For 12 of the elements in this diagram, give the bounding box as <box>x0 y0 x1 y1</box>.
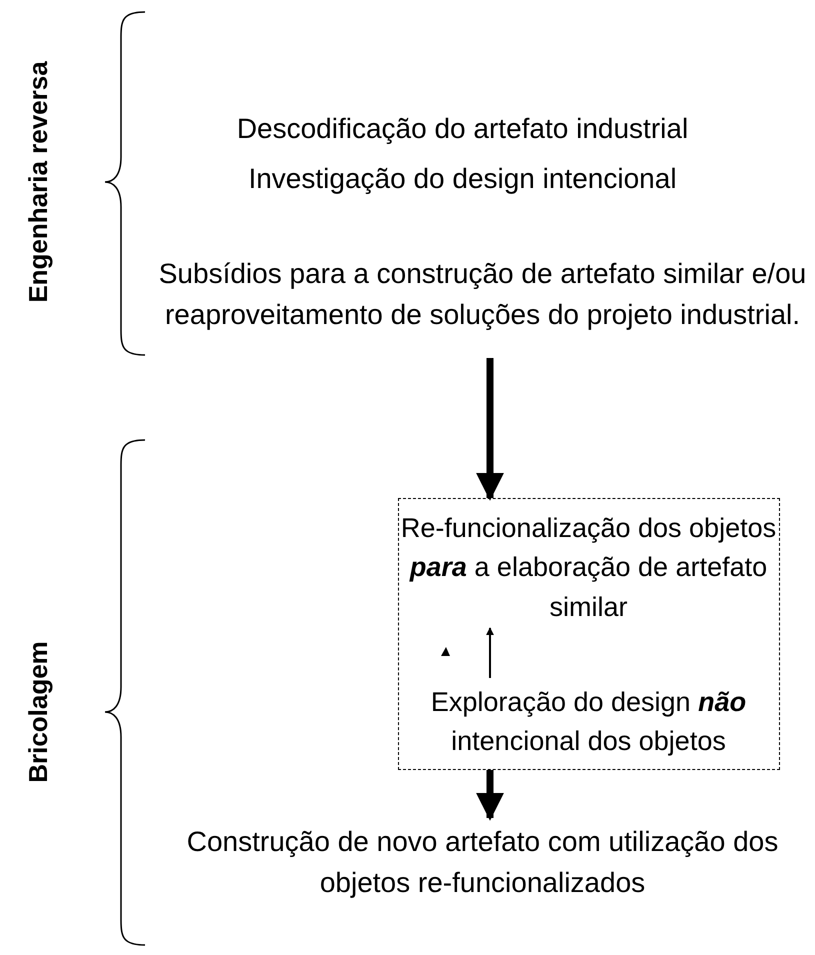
side-label: Engenharia reversa <box>25 61 51 303</box>
node-text: Subsídios para a construção de artefato similar e/ou reaproveitamento de soluções do projeto industrial. <box>158 257 808 332</box>
arrow <box>476 770 504 821</box>
side-label: Bricolagem <box>25 641 51 783</box>
node-text: Investigação do design intencional <box>248 162 677 196</box>
dashed-frame <box>398 498 780 770</box>
node-text: Descodificação do artefato industrial <box>236 112 688 146</box>
node-text: Construção de novo artefato com utilização dos objetos re-funcionalizados <box>186 825 780 900</box>
node-text: Exploração do design não intencional dos objetos <box>430 686 748 758</box>
node-text: Re-funcionalização dos objetos para a elaboração de artefato similar <box>400 512 778 624</box>
arrow <box>486 627 494 678</box>
arrow <box>476 358 504 501</box>
